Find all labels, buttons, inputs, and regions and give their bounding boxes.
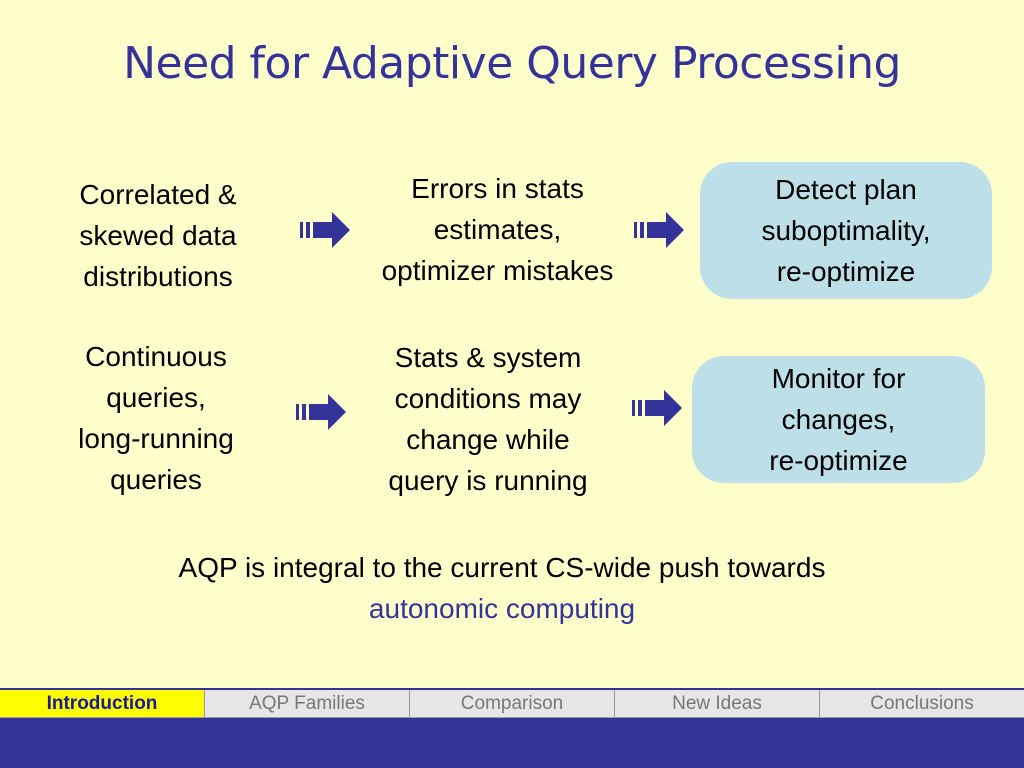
nav-tab-new-ideas[interactable]: New Ideas — [614, 690, 819, 717]
row2-effect-line: query is running — [388, 465, 588, 496]
row1-effect: Errors in stats estimates, optimizer mis… — [345, 168, 650, 291]
row2-cause: Continuous queries, long-running queries — [36, 336, 276, 500]
row1-action-line: Detect plan — [775, 174, 917, 205]
striped-right-arrow-icon — [300, 212, 350, 248]
striped-right-arrow-icon — [296, 394, 346, 430]
row2-cause-line: Continuous — [85, 341, 227, 372]
nav-tab-introduction[interactable]: Introduction — [0, 690, 204, 717]
row1-action-box: Detect plan suboptimality, re-optimize — [700, 162, 992, 299]
row1-action-line: suboptimality, — [761, 215, 931, 246]
summary-highlight: autonomic computing — [368, 593, 636, 624]
row1-cause-line: distributions — [83, 261, 233, 292]
section-nav-bar: Introduction AQP Families Comparison New… — [0, 688, 1024, 718]
row1-effect-line: Errors in stats — [411, 173, 584, 204]
row1-action-line: re-optimize — [776, 256, 916, 287]
row2-effect-line: conditions may — [394, 383, 582, 414]
summary-text: AQP is integral to the current CS-wide p… — [0, 547, 1004, 629]
row2-action-box: Monitor for changes, re-optimize — [692, 356, 985, 483]
row1-cause: Correlated & skewed data distributions — [38, 174, 278, 297]
row2-cause-line: queries, — [106, 382, 206, 413]
row2-effect-line: change while — [406, 424, 570, 455]
striped-right-arrow-icon — [634, 212, 684, 248]
row2-action-line: changes, — [781, 404, 896, 435]
nav-tab-comparison[interactable]: Comparison — [409, 690, 614, 717]
row1-effect-line: estimates, — [433, 214, 562, 245]
row2-effect: Stats & system conditions may change whi… — [343, 337, 633, 501]
striped-right-arrow-icon — [632, 390, 682, 426]
row2-cause-line: long-running — [78, 423, 234, 454]
footer-band — [0, 718, 1024, 768]
summary-line: AQP is integral to the current CS-wide p… — [178, 552, 826, 583]
nav-tab-conclusions[interactable]: Conclusions — [819, 690, 1024, 717]
row2-action-line: Monitor for — [771, 363, 906, 394]
row1-cause-line: skewed data — [79, 220, 237, 251]
row2-action-line: re-optimize — [769, 445, 908, 476]
row1-cause-line: Correlated & — [79, 179, 237, 210]
row2-effect-line: Stats & system — [394, 342, 582, 373]
nav-tab-aqp-families[interactable]: AQP Families — [204, 690, 409, 717]
row1-effect-line: optimizer mistakes — [381, 255, 614, 286]
slide-title: Need for Adaptive Query Processing — [123, 38, 901, 89]
row2-cause-line: queries — [110, 464, 202, 495]
